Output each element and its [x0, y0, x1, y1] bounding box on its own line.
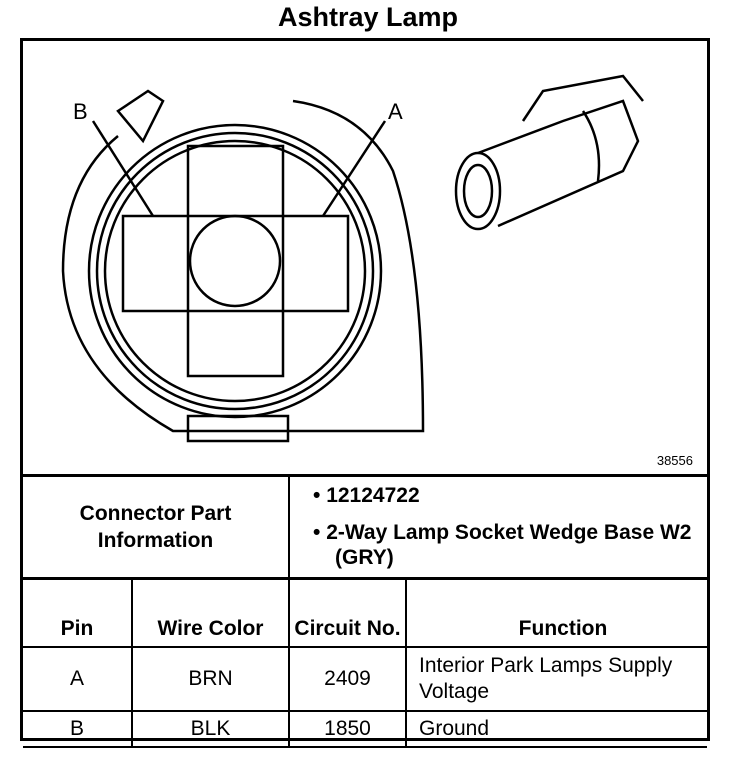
- lamp-socket-drawing: B A: [61, 74, 644, 443]
- pin-b-label: B: [73, 99, 88, 124]
- table-header: Pin Wire Color Circuit No. Function: [23, 580, 707, 648]
- leader-b: [91, 120, 155, 217]
- leader-a: [321, 120, 387, 217]
- function-cell: Ground: [405, 710, 707, 748]
- header-function: Function: [405, 580, 707, 648]
- connector-side-view: [454, 74, 644, 231]
- figure-ref-number: 38556: [656, 453, 693, 468]
- part-number: • 12124722: [313, 484, 420, 507]
- table-row: B BLK 1850 Ground: [23, 710, 707, 748]
- terminal-cross: [121, 214, 350, 313]
- header-wire-color: Wire Color: [131, 580, 290, 648]
- connector-frame: B A 38556 Connector Part Information • 1…: [20, 38, 710, 748]
- socket-outer-ring: [87, 123, 383, 419]
- circuit-cell: 1850: [288, 710, 407, 748]
- pin-a-label: A: [388, 99, 403, 124]
- wire-color-cell: BRN: [131, 646, 290, 712]
- pin-cell: A: [23, 646, 133, 712]
- circuit-cell: 2409: [288, 646, 407, 712]
- header-circuit: Circuit No.: [288, 580, 407, 648]
- connector-diagram: B A 38556: [23, 41, 707, 477]
- wire-color-cell: BLK: [131, 710, 290, 748]
- pin-cell: B: [23, 710, 133, 748]
- connector-info: Connector Part Information • 12124722 • …: [23, 477, 707, 580]
- connector-info-label: Connector Part Information: [23, 477, 290, 577]
- pinout-table: Pin Wire Color Circuit No. Function A BR…: [23, 580, 707, 748]
- table-row: A BRN 2409 Interior Park Lamps Supply Vo…: [23, 646, 707, 712]
- socket-housing: [61, 99, 425, 433]
- part-description: • 2-Way Lamp Socket Wedge Base W2 (GRY): [313, 521, 692, 569]
- connector-info-list: • 12124722 • 2-Way Lamp Socket Wedge Bas…: [313, 483, 707, 582]
- header-pin: Pin: [23, 580, 133, 648]
- function-cell: Interior Park Lamps Supply Voltage: [405, 646, 707, 712]
- page-title: Ashtray Lamp: [277, 2, 459, 32]
